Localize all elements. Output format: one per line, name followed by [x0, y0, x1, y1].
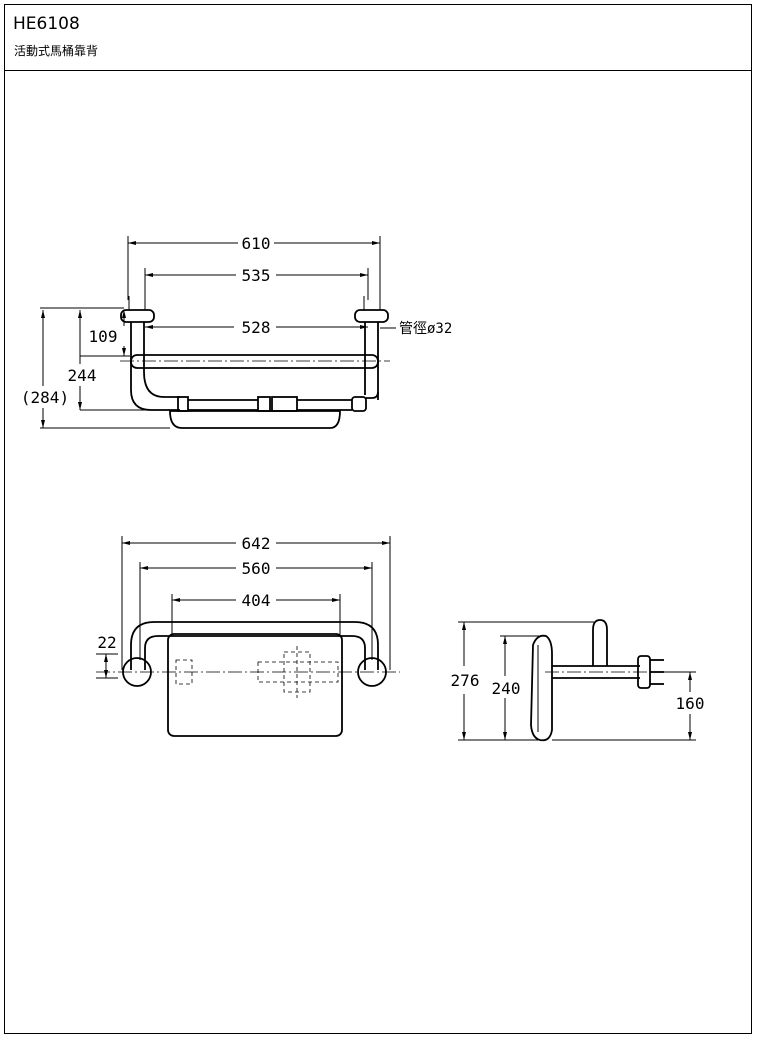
dim-535: 535 [242, 266, 271, 285]
dim-284: (284) [21, 388, 69, 407]
dim-22: 22 [97, 633, 116, 652]
pipe-diameter-note: 管徑ø32 [399, 321, 452, 337]
dim-404: 404 [242, 591, 271, 610]
dim-610: 610 [242, 234, 271, 253]
dim-160: 160 [676, 694, 705, 713]
side-view: 276 240 160 [451, 619, 705, 742]
product-name: 活動式馬桶靠背 [14, 44, 99, 58]
dim-560: 560 [242, 559, 271, 578]
dim-109: 109 [89, 327, 118, 346]
dim-276: 276 [451, 671, 480, 690]
model-number: HE6108 [13, 14, 80, 34]
dim-244: 244 [68, 366, 97, 385]
front-view: 642 560 404 [96, 534, 400, 737]
title-block: HE6108 活動式馬桶靠背 [5, 5, 751, 71]
drawing-sheet: HE6108 活動式馬桶靠背 [4, 4, 752, 1034]
dim-642: 642 [242, 534, 271, 553]
top-view: 610 535 528 管徑ø32 [21, 234, 452, 429]
dim-528: 528 [242, 318, 271, 337]
dim-240: 240 [492, 679, 521, 698]
